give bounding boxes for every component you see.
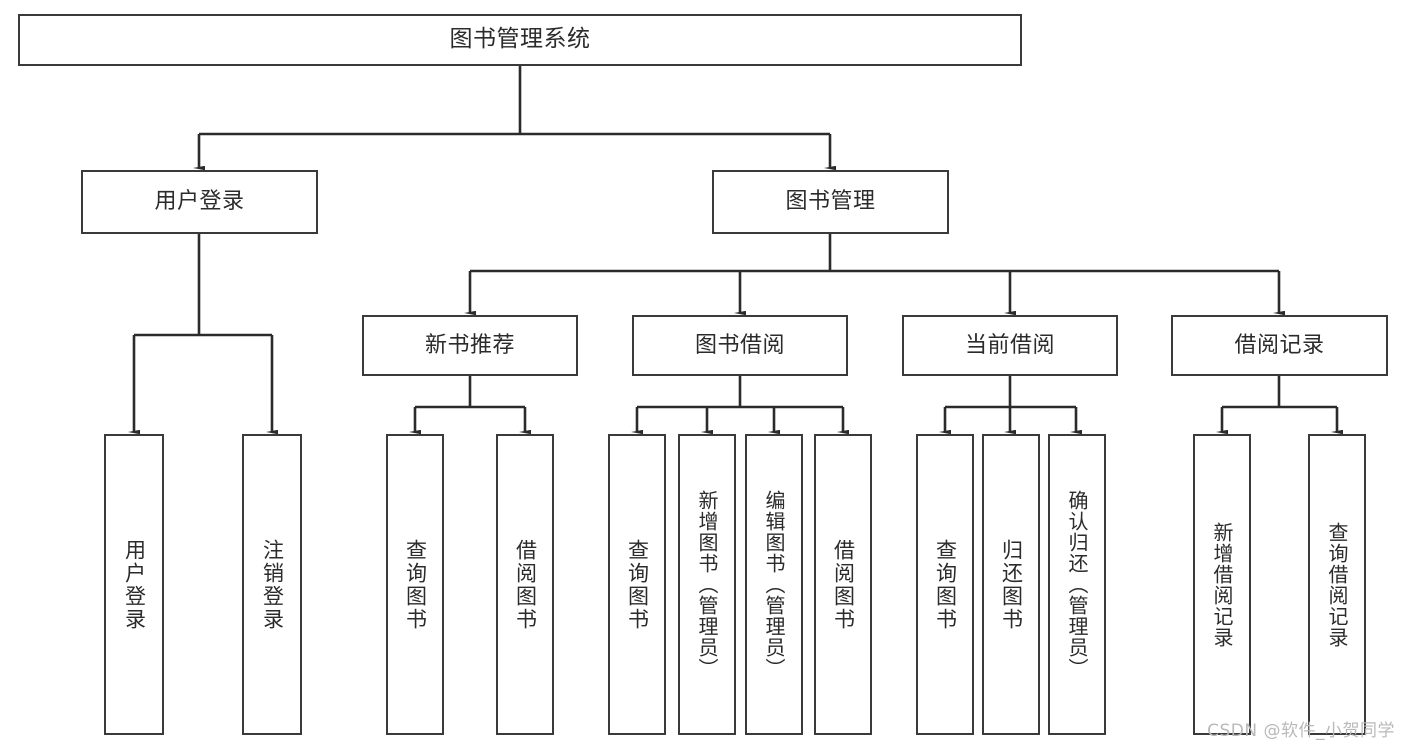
node-new-book-recommend[interactable]: 新书推荐 — [362, 315, 578, 376]
node-leaf-add-book-label: 新增图书（管理员） — [695, 490, 719, 679]
node-current-borrow[interactable]: 当前借阅 — [902, 315, 1118, 376]
node-borrow-record[interactable]: 借阅记录 — [1171, 315, 1388, 376]
node-leaf-add-record-label: 新增借阅记录 — [1210, 521, 1234, 648]
node-user-login[interactable]: 用户登录 — [81, 170, 318, 234]
node-leaf-borrow-book-1-label: 借阅图书 — [513, 538, 538, 631]
node-leaf-return-book-label: 归还图书 — [999, 538, 1024, 631]
node-book-management[interactable]: 图书管理 — [712, 170, 949, 234]
node-leaf-query-book-2-label: 查询图书 — [625, 538, 650, 631]
node-book-borrow[interactable]: 图书借阅 — [632, 315, 848, 376]
node-leaf-user-login[interactable]: 用户登录 — [104, 434, 164, 735]
node-leaf-query-book-3-label: 查询图书 — [933, 538, 958, 631]
node-leaf-query-record-label: 查询借阅记录 — [1325, 521, 1349, 648]
node-leaf-user-login-label: 用户登录 — [122, 538, 147, 631]
node-leaf-confirm-return[interactable]: 确认归还（管理员） — [1048, 434, 1106, 735]
node-book-borrow-label: 图书借阅 — [694, 332, 785, 358]
node-root-system[interactable]: 图书管理系统 — [18, 14, 1022, 66]
node-leaf-edit-book-label: 编辑图书（管理员） — [762, 490, 786, 679]
node-leaf-query-book-1-label: 查询图书 — [403, 538, 428, 631]
node-new-book-recommend-label: 新书推荐 — [424, 332, 515, 358]
node-current-borrow-label: 当前借阅 — [964, 332, 1055, 358]
node-leaf-edit-book[interactable]: 编辑图书（管理员） — [745, 434, 803, 735]
node-root-system-label: 图书管理系统 — [449, 26, 591, 53]
node-leaf-query-book-2[interactable]: 查询图书 — [608, 434, 666, 735]
node-borrow-record-label: 借阅记录 — [1234, 332, 1325, 358]
node-leaf-logout-login[interactable]: 注销登录 — [242, 434, 302, 735]
node-leaf-borrow-book-2-label: 借阅图书 — [831, 538, 856, 631]
node-leaf-logout-login-label: 注销登录 — [260, 538, 285, 631]
node-leaf-add-book[interactable]: 新增图书（管理员） — [678, 434, 736, 735]
csdn-watermark: CSDN @软件_小贺同学 — [1207, 721, 1395, 741]
node-leaf-query-book-1[interactable]: 查询图书 — [386, 434, 444, 735]
node-leaf-query-record[interactable]: 查询借阅记录 — [1308, 434, 1366, 735]
node-leaf-borrow-book-2[interactable]: 借阅图书 — [814, 434, 872, 735]
node-leaf-borrow-book-1[interactable]: 借阅图书 — [496, 434, 554, 735]
node-book-management-label: 图书管理 — [785, 189, 876, 215]
node-leaf-confirm-return-label: 确认归还（管理员） — [1065, 490, 1089, 679]
node-leaf-add-record[interactable]: 新增借阅记录 — [1193, 434, 1251, 735]
node-leaf-return-book[interactable]: 归还图书 — [982, 434, 1040, 735]
node-leaf-query-book-3[interactable]: 查询图书 — [916, 434, 974, 735]
node-user-login-label: 用户登录 — [154, 189, 245, 215]
